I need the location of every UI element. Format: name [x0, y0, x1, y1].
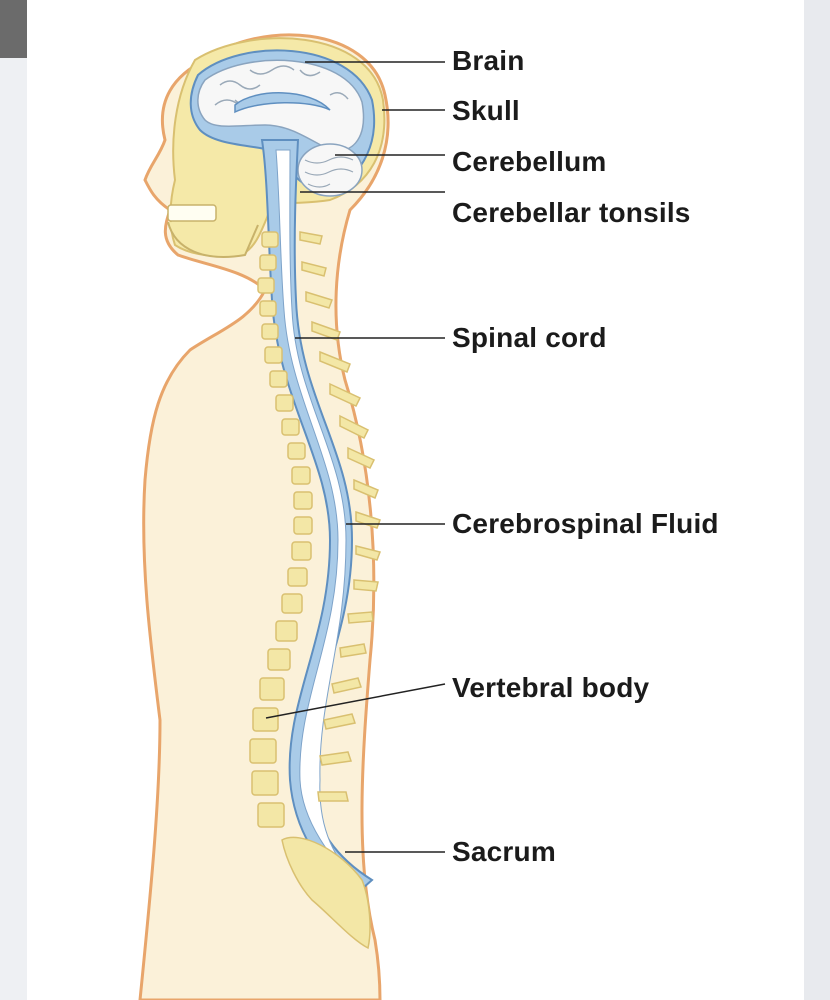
label-cerebellum: Cerebellum: [452, 146, 607, 177]
label-brain: Brain: [452, 45, 525, 76]
label-vertebral-body: Vertebral body: [452, 672, 650, 703]
sacrum-shape: [281, 836, 371, 950]
label-spinal-cord: Spinal cord: [452, 322, 607, 353]
vertebral-bodies: [249, 231, 313, 828]
scroll-strip: [804, 0, 830, 1000]
brain-folds: [214, 65, 349, 106]
teeth: [167, 204, 217, 222]
label-sacrum: Sacrum: [452, 836, 556, 867]
label-skull: Skull: [452, 95, 520, 126]
leader-lines: [265, 61, 446, 853]
cerebellum-folds: [304, 156, 354, 188]
ventricle: [234, 92, 331, 114]
spinous-processes: [299, 231, 381, 802]
cerebellum-shape: [297, 143, 363, 197]
jaw: [167, 221, 259, 258]
label-cerebrospinal-fluid: Cerebrospinal Fluid: [452, 508, 719, 539]
label-cerebellar-tonsils: Cerebellar tonsils: [452, 197, 691, 228]
